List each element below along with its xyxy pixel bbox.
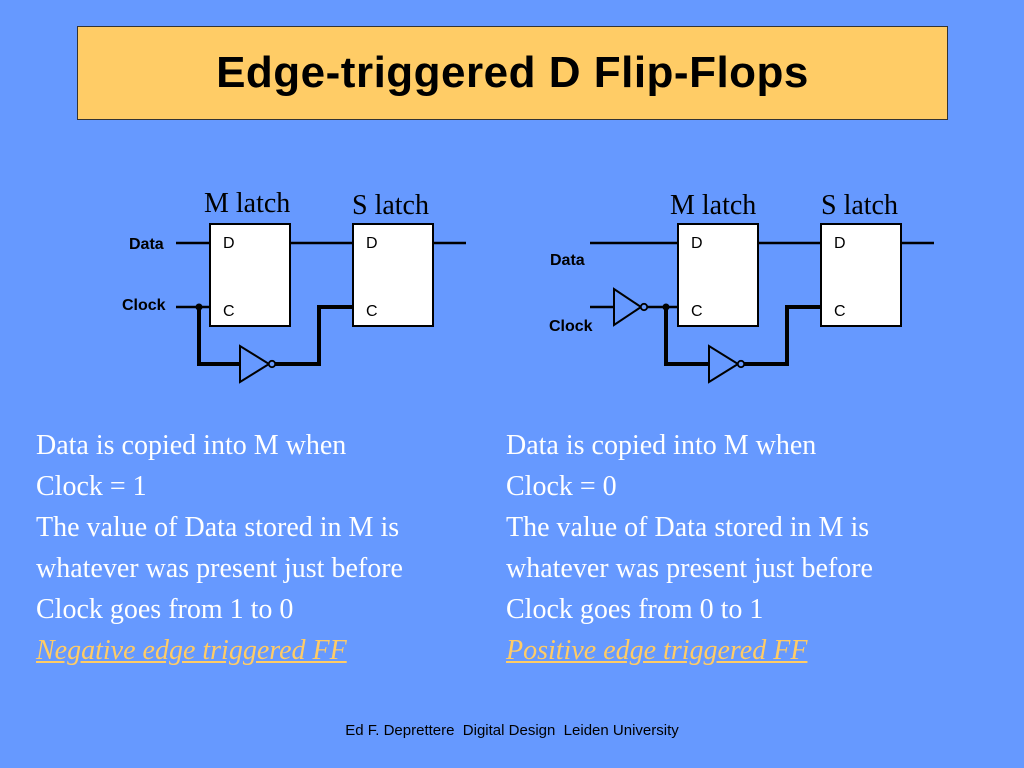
left-m-latch-label: M latch [204, 188, 291, 219]
left-s-latch-label: S latch [352, 190, 429, 221]
right-s-c-pin: C [834, 303, 846, 320]
title-box: Edge-triggered D Flip-Flops [77, 26, 948, 120]
right-line-1: Data is copied into M when [506, 430, 817, 461]
left-line-3: The value of Data stored in M is [36, 512, 400, 543]
left-s-c-pin: C [366, 303, 378, 320]
right-m-latch-box [677, 223, 759, 327]
left-s-latch-box [352, 223, 434, 327]
left-inverter-to-s-clock [275, 305, 353, 366]
left-line-4: whatever was present just before [36, 553, 403, 584]
right-flip-flop-diagram [590, 223, 934, 384]
left-m-latch-box [209, 223, 291, 327]
left-clock-label: Clock [122, 297, 166, 314]
right-m-latch-label: M latch [670, 190, 757, 221]
right-line-2: Clock = 0 [506, 471, 617, 502]
right-input-inverter [613, 287, 643, 327]
left-clock-to-inverter [197, 307, 240, 366]
right-m-d-pin: D [691, 235, 703, 252]
right-clock-label: Clock [549, 318, 593, 335]
right-s-d-pin: D [834, 235, 846, 252]
left-flip-flop-diagram [176, 223, 466, 384]
left-inverter-bubble [267, 359, 277, 369]
left-inverter [239, 344, 271, 384]
left-description: Data is copied into M when Clock = 1 The… [36, 425, 403, 671]
left-emphasis: Negative edge triggered FF [36, 635, 347, 666]
slide-title: Edge-triggered D Flip-Flops [216, 48, 809, 97]
right-emphasis: Positive edge triggered FF [506, 635, 808, 666]
right-line-5: Clock goes from 0 to 1 [506, 594, 764, 625]
left-line-2: Clock = 1 [36, 471, 147, 502]
right-inverter [708, 344, 740, 384]
left-s-d-pin: D [366, 235, 378, 252]
left-m-d-pin: D [223, 235, 235, 252]
right-m-c-pin: C [691, 303, 703, 320]
right-description: Data is copied into M when Clock = 0 The… [506, 425, 873, 671]
right-s-latch-label: S latch [821, 190, 898, 221]
left-m-c-pin: C [223, 303, 235, 320]
left-data-label: Data [129, 236, 164, 253]
right-line-4: whatever was present just before [506, 553, 873, 584]
circuit-diagrams: Data Clock D C D C Data Clock D C D C [122, 223, 934, 384]
left-line-5: Clock goes from 1 to 0 [36, 594, 294, 625]
right-inverter-to-s-clock [744, 305, 821, 366]
footer: Ed F. Deprettere Digital Design Leiden U… [345, 722, 679, 739]
right-line-3: The value of Data stored in M is [506, 512, 870, 543]
right-data-label: Data [550, 252, 585, 269]
right-inverter-bubble [736, 359, 746, 369]
right-s-latch-box [820, 223, 902, 327]
left-line-1: Data is copied into M when [36, 430, 347, 461]
right-clock-to-inverter [664, 307, 709, 366]
right-input-inverter-bubble [639, 302, 649, 312]
